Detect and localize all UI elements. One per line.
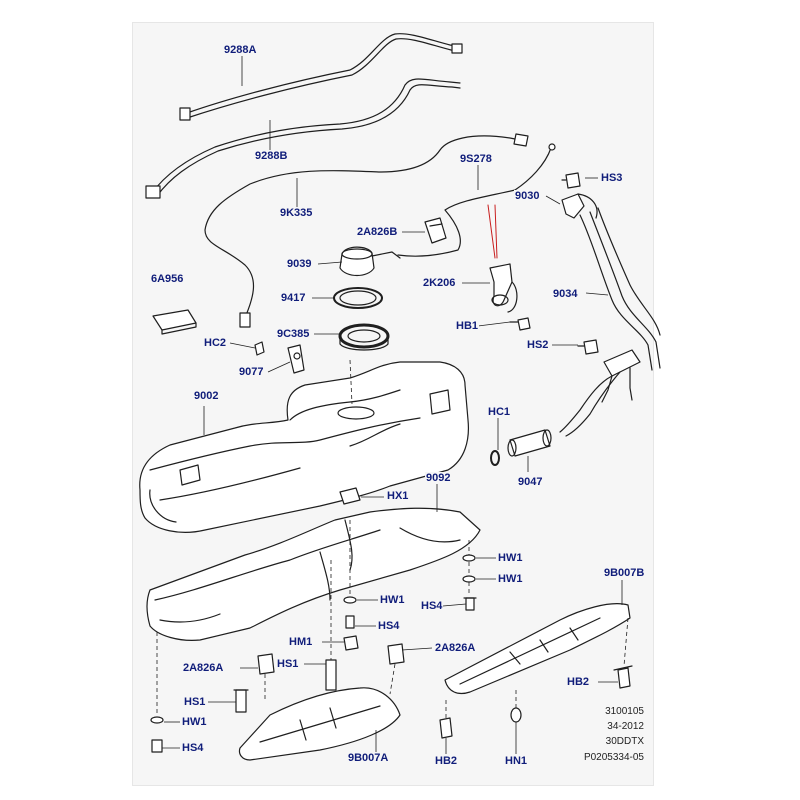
label-hc2: HC2 (203, 337, 228, 349)
label-hc1: HC1 (487, 406, 512, 418)
fuel-line-9s278 (397, 143, 556, 259)
ref-code-line-2: 34-2012 (607, 721, 644, 732)
washer-hw1-upper (462, 554, 476, 562)
fuel-line-9288b (145, 78, 461, 199)
filler-pipe-9034 (559, 207, 661, 437)
screw-hs4-left (151, 739, 163, 753)
clip-2a826a-right (387, 643, 405, 665)
label-9417: 9417 (280, 292, 307, 304)
screw-hs2 (577, 339, 599, 355)
clip-2a826a-left (257, 653, 275, 675)
label-9002: 9002 (193, 390, 220, 402)
nut-hm1 (343, 635, 359, 651)
screw-hs3 (561, 172, 581, 189)
label-hs3: HS3 (600, 172, 624, 184)
bracket-9077 (254, 341, 305, 374)
screw-hs4-right (463, 597, 477, 611)
label-hs4-right: HS4 (420, 600, 444, 612)
fuel-sender-9039 (339, 246, 401, 277)
screw-hs1-left (233, 689, 249, 713)
label-hs1-left: HS1 (183, 696, 207, 708)
label-hw1-upper: HW1 (497, 552, 524, 564)
label-2k206: 2K206 (422, 277, 457, 289)
label-2a826b: 2A826B (356, 226, 399, 238)
locking-ring-9417 (333, 287, 383, 309)
strap-9b007b (444, 603, 631, 695)
clip-2a826b (424, 217, 447, 244)
label-9s278: 9S278 (459, 153, 493, 165)
bolt-hb2-lower (439, 717, 453, 739)
clip-hc1 (490, 450, 500, 466)
label-9k335: 9K335 (279, 207, 314, 219)
label-hm1: HM1 (288, 636, 314, 648)
hose-9047 (507, 429, 552, 457)
seal-9c385 (338, 323, 390, 351)
label-9077: 9077 (238, 366, 265, 378)
label-hs4-centre: HS4 (377, 620, 401, 632)
filler-head-9030 (561, 193, 598, 219)
filter-pad-6a956 (152, 309, 197, 335)
label-9030: 9030 (514, 190, 541, 202)
ref-code-line-3: 30DDTX (605, 736, 644, 747)
screw-hs1-centre (325, 659, 337, 691)
label-9047: 9047 (517, 476, 544, 488)
label-2a826a-right: 2A826A (434, 642, 477, 654)
label-9288b: 9288B (254, 150, 289, 162)
screw-hs4-centre (345, 615, 355, 629)
label-9288a: 9288A (223, 44, 258, 56)
nut-hn1 (510, 707, 522, 723)
label-9c385: 9C385 (276, 328, 311, 340)
connector-hx1 (339, 487, 361, 505)
label-hb1: HB1 (455, 320, 480, 332)
label-hw1-centre: HW1 (379, 594, 406, 606)
bolt-hb2-right (613, 665, 633, 689)
label-hb2-right: HB2 (566, 676, 591, 688)
strap-9b007a (238, 687, 401, 761)
valve-2k206 (489, 263, 518, 313)
label-9b007b: 9B007B (603, 567, 646, 579)
label-hn1: HN1 (504, 755, 529, 767)
heat-shield-9092 (146, 507, 481, 641)
label-hw1-left: HW1 (181, 716, 208, 728)
label-hs1-centre: HS1 (276, 658, 300, 670)
washer-hw1-middle (462, 575, 476, 583)
washer-hw1-centre (343, 596, 357, 604)
label-9034: 9034 (552, 288, 579, 300)
label-hb2-lower: HB2 (434, 755, 459, 767)
fuel-tank-9002 (139, 361, 470, 533)
fuel-line-9k335 (204, 133, 529, 328)
ref-code-line-4: P0205334-05 (583, 752, 644, 763)
label-9092: 9092 (425, 472, 452, 484)
label-hw1-middle: HW1 (497, 573, 524, 585)
ref-code-line-1: 3100105 (605, 706, 644, 717)
washer-hw1-left (150, 716, 164, 724)
label-hs2: HS2 (526, 339, 550, 351)
label-6a956: 6A956 (150, 273, 185, 285)
label-9b007a: 9B007A (347, 752, 390, 764)
label-2a826a-left: 2A826A (182, 662, 225, 674)
fuel-line-9288a (179, 33, 463, 121)
bolt-hb1 (509, 317, 531, 331)
label-hs4-left: HS4 (181, 742, 205, 754)
label-hx1: HX1 (386, 490, 410, 502)
label-9039: 9039 (286, 258, 313, 270)
